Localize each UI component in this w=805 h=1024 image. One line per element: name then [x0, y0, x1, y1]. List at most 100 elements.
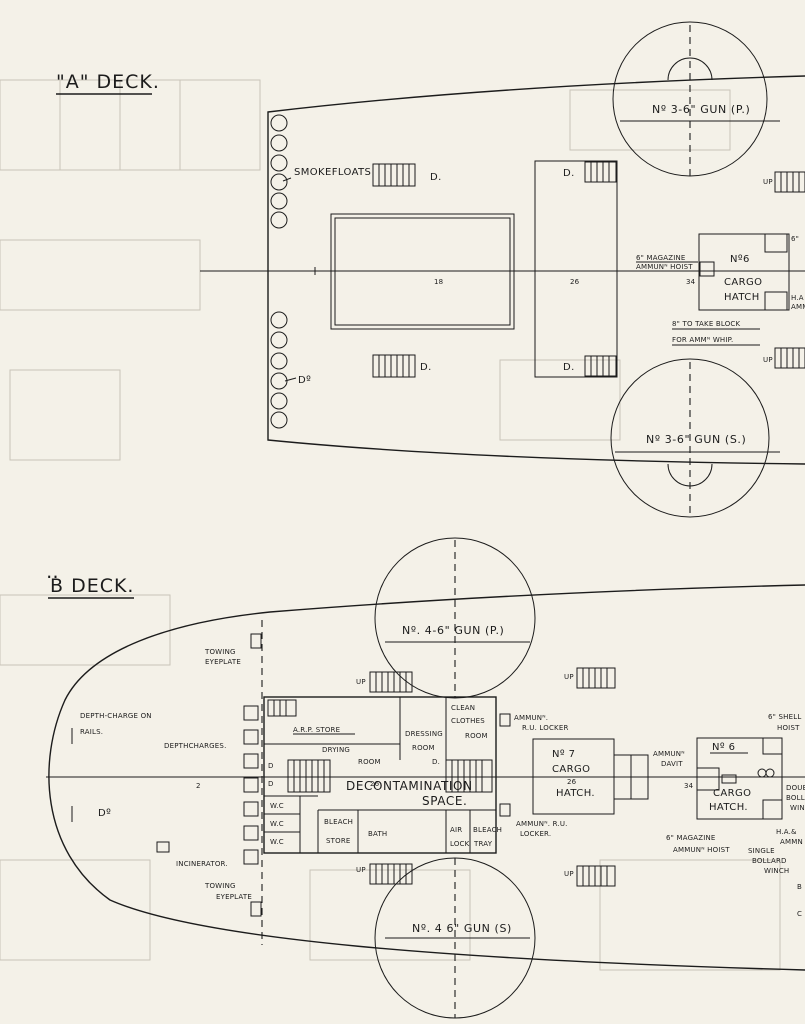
- ammun-top-1: AMMUNᴺ.: [514, 714, 548, 722]
- edge-label-a2: H.A: [791, 294, 804, 302]
- eyeplate-top: [250, 633, 262, 649]
- ammun-bot-2: LOCKER.: [520, 830, 551, 838]
- eyeplate-bottom: [250, 901, 262, 917]
- frame-18-label: 18: [434, 278, 443, 286]
- ditto-label-b: Dº: [98, 808, 111, 819]
- ladder-b-decon-2: [445, 759, 493, 793]
- edge-label-b: B: [797, 883, 802, 891]
- shell-1: 6" SHELL: [768, 713, 801, 721]
- ladder-b-up-3: [576, 667, 616, 689]
- gun-label-a-stbd: Nº 3-6" GUN (S.): [646, 433, 746, 446]
- gun-ring-a-port: [667, 57, 713, 81]
- wc-label-3: W.C: [270, 838, 284, 846]
- single-1: SINGLE: [748, 847, 775, 855]
- d-label-a3: D.: [563, 168, 575, 179]
- davit-1: AMMUNᴺ: [653, 750, 685, 758]
- shell-2: HOIST: [777, 724, 800, 732]
- frame-26-label-b-inner: 26: [370, 780, 380, 788]
- cargo-hatch-6-a: [698, 233, 790, 311]
- corner-box-a1: [764, 233, 788, 253]
- ladder-b-arp: [267, 699, 297, 717]
- decon-label-1: DECONTAMINATION: [346, 779, 473, 793]
- gun-label-b-port: Nº. 4-6" GUN (P.): [402, 624, 504, 637]
- edge-label-c: C: [797, 910, 802, 918]
- clean-label-3: ROOM: [465, 732, 488, 740]
- ha-1: H.A.&: [776, 828, 797, 836]
- hatch-no-a: Nº6: [730, 254, 750, 265]
- ha-2: AMMN: [780, 838, 803, 846]
- ditto-arrow-a: [284, 377, 297, 382]
- ditto-label-a: Dº: [298, 375, 311, 386]
- block-note-2: FOR AMMᴺ WHIP.: [672, 336, 733, 344]
- ladder-b-up-1: [369, 671, 413, 693]
- ladder-a-2: [372, 354, 416, 378]
- gun-circle-a-stbd: [610, 358, 770, 518]
- clean-label-2: CLOTHES: [451, 717, 485, 725]
- bleach-tray-1: BLEACH: [473, 826, 502, 834]
- bleach-store-2: STORE: [326, 837, 351, 845]
- d-label-b-2: D: [268, 780, 274, 788]
- edge-label-a3: AMM: [791, 303, 805, 311]
- drying-label: DRYING: [322, 746, 350, 754]
- dressing-label: DRESSING: [405, 730, 443, 738]
- ammo-hoist-box-a: [699, 261, 715, 277]
- ladder-a-1: [372, 163, 416, 187]
- corner-box-a2: [764, 291, 788, 311]
- bath-label: BATH: [368, 830, 387, 838]
- depthcharge-racks: [243, 705, 259, 865]
- d-label-b-3: D.: [432, 758, 440, 766]
- ammun-top-2: R.U. LOCKER: [522, 724, 569, 732]
- depthcharges-label: DEPTHCHARGES.: [164, 742, 227, 750]
- smokefloats-arrow: [282, 177, 292, 182]
- incinerator-label: INCINERATOR.: [176, 860, 228, 868]
- no6-cargo: CARGO: [713, 788, 751, 799]
- hoist-box-b: [721, 774, 737, 784]
- smokefloats-label: SMOKEFLOATS: [294, 167, 371, 178]
- block-note-1: 8" TO TAKE BLOCK: [672, 320, 741, 328]
- towing-bot-2: EYEPLATE: [216, 893, 252, 901]
- ladder-b-up-2: [369, 863, 413, 885]
- single-3: WINCH: [764, 867, 789, 875]
- towing-bot-1: TOWING: [204, 882, 236, 890]
- frame-34-label-a: 34: [686, 278, 696, 286]
- decontamination-block: [263, 696, 497, 854]
- drying-room-label: ROOM: [358, 758, 381, 766]
- a-deck: "A" DECK. Nº 3-6" GUN (P.) Nº 3-6" GUN (…: [56, 21, 805, 518]
- ladder-a-up-2: [774, 347, 805, 369]
- ladder-b-decon-1: [287, 759, 331, 793]
- towing-top-1: TOWING: [204, 648, 236, 656]
- hatch-a-aft: [330, 213, 515, 330]
- a-deck-hull: [267, 75, 805, 465]
- corner-box-b2: [762, 799, 783, 820]
- bollard-2: [765, 768, 775, 778]
- davit-2: DAVIT: [661, 760, 683, 768]
- no7-cargo: CARGO: [552, 764, 590, 775]
- hatch-hatch-a: HATCH: [724, 292, 760, 303]
- wc-label-2: W.C: [270, 820, 284, 828]
- frame-34-label-b: 34: [684, 782, 694, 790]
- up-label-b-d: UP: [564, 870, 574, 878]
- towing-top-2: EYEPLATE: [205, 658, 241, 666]
- depth-rails-2: RAILS.: [80, 728, 103, 736]
- bollard-1: [757, 768, 767, 778]
- davit-box: [696, 767, 720, 791]
- bleed-through-ghost: [0, 79, 781, 971]
- up-label-b-c: UP: [564, 673, 574, 681]
- single-2: BOLLARD: [752, 857, 787, 865]
- bleach-store-1: BLEACH: [324, 818, 353, 826]
- up-label-b-a: UP: [356, 678, 366, 686]
- gun-label-a-port: Nº 3-6" GUN (P.): [652, 103, 750, 116]
- incinerator-box: [156, 841, 170, 853]
- frame-2-label: 2: [196, 782, 201, 790]
- air-lock-1: AIR: [450, 826, 462, 834]
- up-label-a2: UP: [763, 356, 773, 364]
- ammun-locker-top: [499, 713, 511, 727]
- edge-label-a1: 6": [791, 235, 799, 243]
- doub-3: WIN: [790, 804, 805, 812]
- magazine-b-2: AMMUNᴺ HOIST: [673, 846, 730, 854]
- arp-store-label: A.R.P. STORE: [293, 726, 340, 734]
- magazine-hoist-a-2: AMMUNᴺ HOIST: [636, 263, 693, 271]
- no6-hatch: HATCH.: [709, 802, 748, 813]
